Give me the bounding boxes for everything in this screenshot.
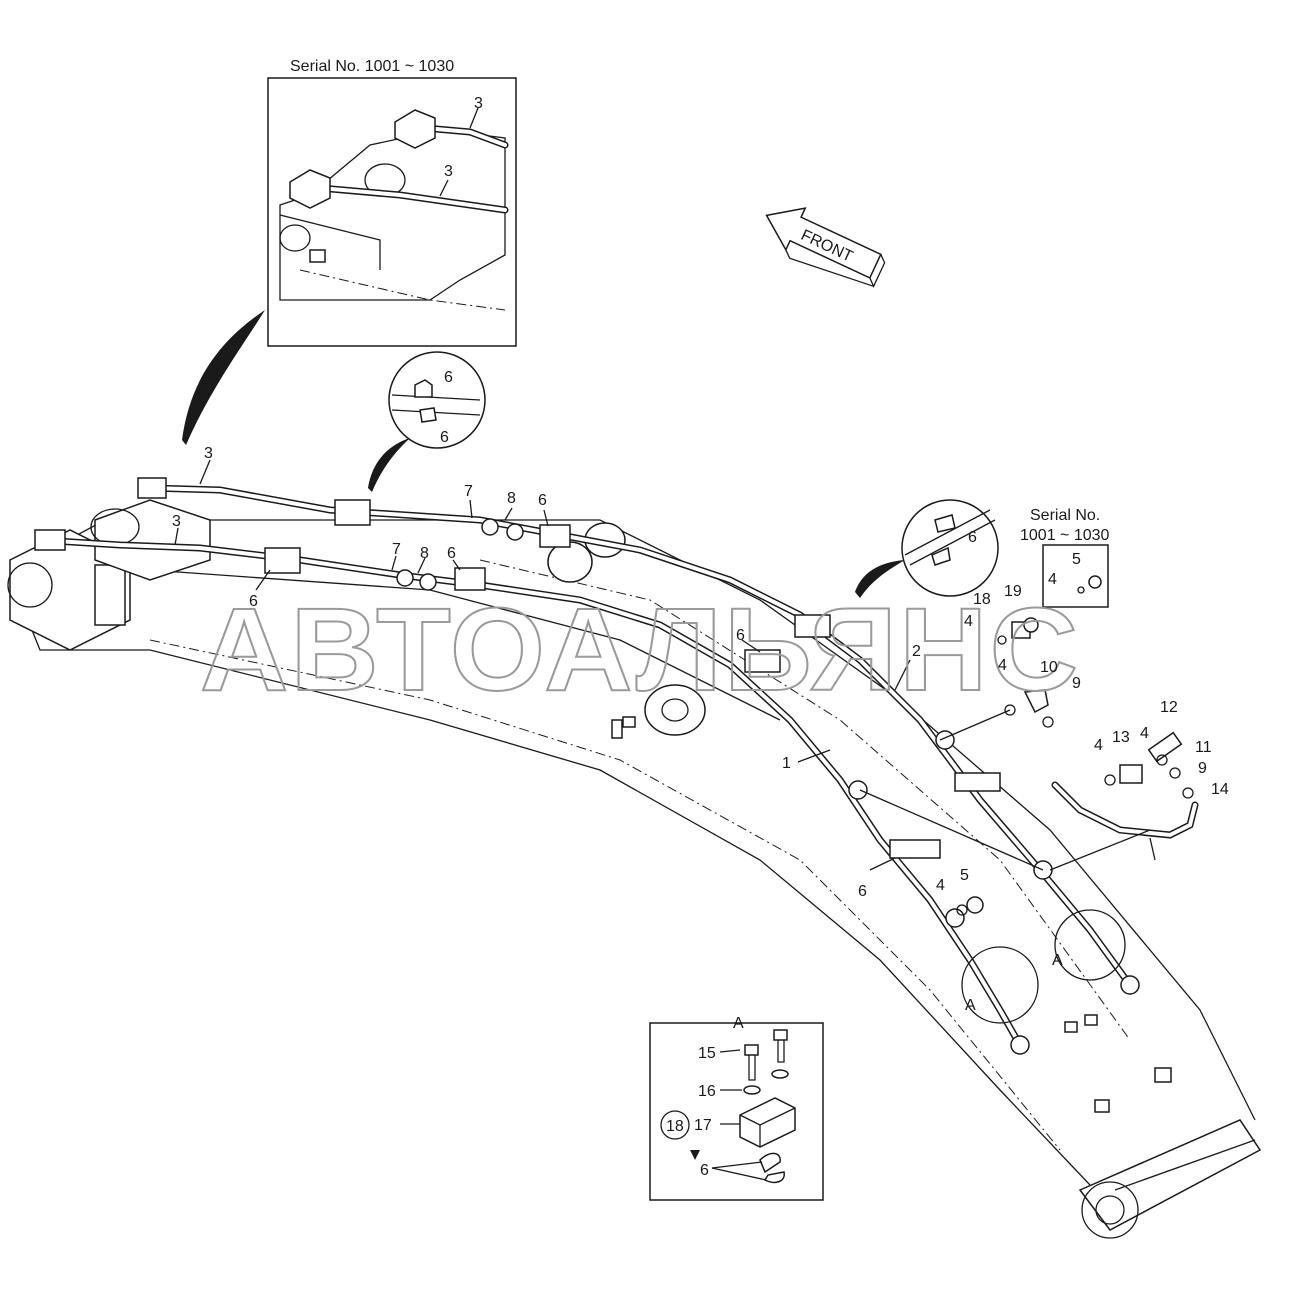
front-arrow: FRONT <box>765 207 886 288</box>
callout-1: 1 <box>782 755 791 772</box>
detail-a-label-15: 15 <box>698 1045 716 1062</box>
detail-a-title: A <box>733 1015 744 1032</box>
detail-a-label-17: 17 <box>694 1117 712 1134</box>
inset-pointer-right-circle <box>855 560 905 598</box>
hoses <box>36 484 1199 1049</box>
circle-right-label-6: 6 <box>968 529 977 546</box>
callout-12: 12 <box>1160 699 1178 716</box>
fittings-right <box>956 617 1194 916</box>
callout-a-left: A <box>965 997 976 1014</box>
callout-11: 9 <box>1198 760 1207 777</box>
callout-6-mid: 6 <box>736 627 745 644</box>
right-inset-label-4: 4 <box>1048 571 1057 588</box>
right-inset-label-5: 5 <box>1072 551 1081 568</box>
callout-a-right: A <box>1052 952 1063 969</box>
callout-4-bottom: 4 <box>936 877 945 894</box>
callout-6-left: 6 <box>249 593 258 610</box>
inset-pointer-upper-circle <box>368 438 410 492</box>
labels: Serial No. 1001 ~ 1030 3 3 6 6 6 Serial … <box>172 58 1229 1179</box>
callout-4-d: 4 <box>1094 737 1103 754</box>
callout-9-a: 9 <box>1072 675 1081 692</box>
callout-8-lower: 8 <box>420 545 429 562</box>
callout-6-bottom: 6 <box>858 883 867 900</box>
clamp-circle-right <box>901 499 999 597</box>
detail-a-label-6: 6 <box>700 1162 709 1179</box>
callout-2: 2 <box>912 643 921 660</box>
callout-4-a: 4 <box>964 613 973 630</box>
right-inset <box>1042 544 1109 608</box>
inset-pointer-top <box>182 310 265 445</box>
callout-10: 10 <box>1040 659 1058 676</box>
right-inset-title-2: 1001 ~ 1030 <box>1020 527 1110 544</box>
detail-a-label-16: 16 <box>698 1083 716 1100</box>
callout-5-bottom: 5 <box>960 867 969 884</box>
boom-body <box>7 499 1262 1239</box>
callout-4-e: 11 <box>1195 739 1212 756</box>
callout-4-c: 4 <box>1140 725 1149 742</box>
detail-a-inset <box>649 1022 824 1201</box>
callout-4-b: 4 <box>998 657 1007 674</box>
callout-6-lower: 6 <box>447 545 456 562</box>
callout-13: 13 <box>1112 729 1130 746</box>
top-inset-title: Serial No. 1001 ~ 1030 <box>290 58 454 75</box>
circle-upper-label-6a: 6 <box>444 369 453 386</box>
callout-3-upper: 3 <box>204 445 213 462</box>
top-inset-label-3a: 3 <box>474 95 483 112</box>
right-inset-title-1: Serial No. <box>1030 507 1100 524</box>
detail-circles <box>961 909 1126 1024</box>
leader-lines <box>174 459 1156 871</box>
top-inset-label-3b: 3 <box>444 163 453 180</box>
callout-9-b: 14 <box>1211 781 1229 798</box>
clamp-circle-upper <box>388 351 486 449</box>
callout-7-upper: 7 <box>464 483 473 500</box>
circle-upper-label-6b: 6 <box>440 429 449 446</box>
detail-a-label-18: 18 <box>666 1118 684 1135</box>
top-inset <box>267 77 517 347</box>
callout-8-upper: 8 <box>507 490 516 507</box>
callout-18: 18 <box>973 591 991 608</box>
callout-7-lower: 7 <box>392 541 401 558</box>
callout-6-upper: 6 <box>538 492 547 509</box>
callout-3-lower: 3 <box>172 513 181 530</box>
watermark: АВТОАЛЬЯНС <box>200 584 1080 716</box>
callout-19: 19 <box>1004 583 1022 600</box>
